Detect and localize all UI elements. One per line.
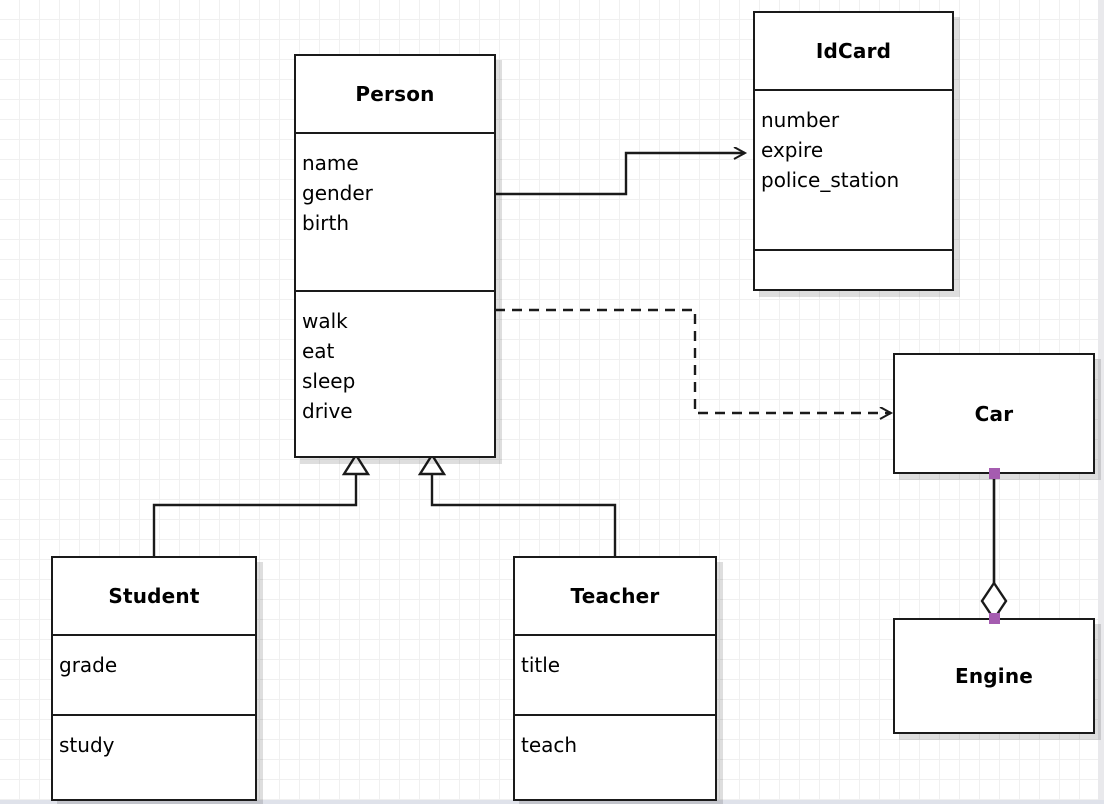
attribute-item: gender <box>302 181 373 205</box>
method-item: teach <box>521 733 578 757</box>
canvas-right-edge <box>1098 0 1104 804</box>
attribute-item: police_station <box>761 168 900 192</box>
class-box-engine[interactable]: Engine <box>893 618 1095 734</box>
attribute-item: birth <box>302 211 349 235</box>
class-methods-idcard <box>755 249 952 289</box>
connector-aggregation-car-engine[interactable] <box>980 474 1008 622</box>
method-item: walk <box>302 309 348 333</box>
class-attributes-teacher: title <box>515 634 715 714</box>
method-item: sleep <box>302 369 356 393</box>
class-box-teacher[interactable]: Teacher title teach <box>513 556 717 801</box>
class-box-person[interactable]: Person name gender birth walk eat sleep … <box>294 54 496 458</box>
class-name-engine: Engine <box>954 664 1034 688</box>
class-attributes-person: name gender birth <box>296 132 494 290</box>
hollow-triangle-arrowhead <box>417 452 447 476</box>
attribute-item: expire <box>761 138 824 162</box>
method-item: drive <box>302 399 353 423</box>
class-methods-teacher: teach <box>515 714 715 799</box>
class-name-idcard: IdCard <box>815 39 892 63</box>
connector-generalization-student-person[interactable] <box>152 452 371 556</box>
connector-association-person-idcard[interactable] <box>495 153 745 196</box>
class-methods-person: walk eat sleep drive <box>296 290 494 456</box>
class-name-person: Person <box>355 82 435 106</box>
method-item: study <box>59 733 115 757</box>
canvas-bottom-edge <box>0 800 1104 804</box>
attribute-item: title <box>521 653 561 677</box>
class-attributes-student: grade <box>53 634 255 714</box>
class-attributes-idcard: number expire police_station <box>755 89 952 249</box>
method-item: eat <box>302 339 335 363</box>
class-name-teacher: Teacher <box>570 584 660 608</box>
class-name-student: Student <box>108 584 200 608</box>
connector-generalization-teacher-person[interactable] <box>417 452 617 556</box>
attribute-item: number <box>761 108 840 132</box>
hollow-triangle-arrowhead <box>341 452 371 476</box>
attribute-item: name <box>302 151 359 175</box>
attribute-item: grade <box>59 653 118 677</box>
class-box-car[interactable]: Car <box>893 353 1095 474</box>
class-box-student[interactable]: Student grade study <box>51 556 257 801</box>
class-name-car: Car <box>974 401 1014 426</box>
link-handle-car-end[interactable] <box>989 468 1000 479</box>
class-box-idcard[interactable]: IdCard number expire police_station <box>753 11 954 291</box>
connector-dependency-person-car[interactable] <box>495 308 891 413</box>
class-methods-student: study <box>53 714 255 799</box>
link-handle-engine-end[interactable] <box>989 613 1000 624</box>
